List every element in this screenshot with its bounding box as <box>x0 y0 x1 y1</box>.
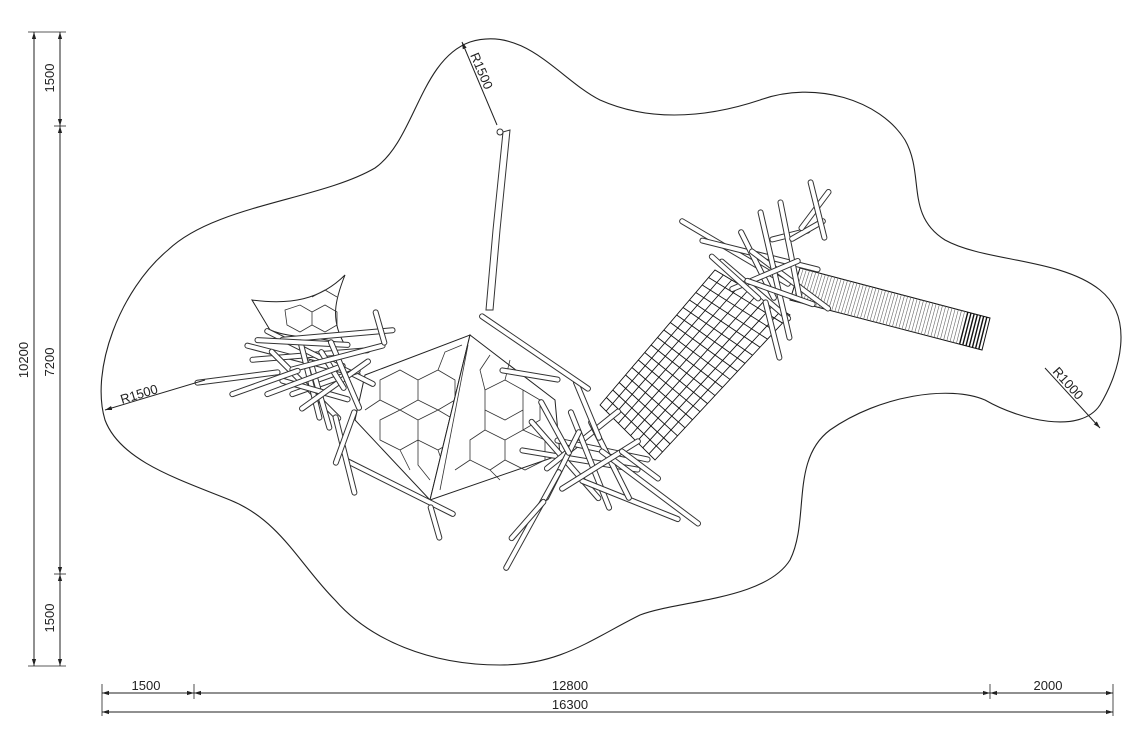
radius-callout-top: R1500 <box>461 41 498 126</box>
log-piece <box>503 469 562 571</box>
log-piece <box>738 229 777 301</box>
log-piece <box>744 277 816 308</box>
radius-callout-left: R1500 <box>104 379 206 411</box>
log-pole-top <box>485 128 511 311</box>
log-piece <box>479 313 591 392</box>
log-piece <box>372 309 388 346</box>
log-piece <box>332 414 358 496</box>
dim-vertical-bottom-margin: 1500 <box>42 604 57 633</box>
slide <box>789 267 991 351</box>
log-clusters <box>194 179 832 571</box>
dim-horizontal-right-margin: 2000 <box>1034 678 1063 693</box>
vertical-dimension-chain: 1500 7200 1500 <box>42 32 66 666</box>
radius-callout-right: R1000 <box>1044 364 1101 429</box>
dim-vertical-overall: 10200 <box>16 342 31 378</box>
log-piece <box>708 253 762 302</box>
horizontal-dimension-chain: 1500 12800 2000 <box>101 678 1114 716</box>
safety-zone-outline <box>100 38 1122 666</box>
radius-label-right: R1000 <box>1050 364 1087 403</box>
log-piece <box>299 358 371 412</box>
log-piece <box>264 362 346 398</box>
log-piece <box>332 409 358 466</box>
log-piece <box>757 209 793 341</box>
log-piece <box>499 367 561 383</box>
dim-vertical-top-margin: 1500 <box>42 64 57 93</box>
log-piece <box>508 498 547 542</box>
radius-label-top: R1500 <box>467 50 496 91</box>
dim-horizontal-middle: 12800 <box>552 678 588 693</box>
log-piece <box>254 337 351 348</box>
log-piece <box>538 399 572 456</box>
dim-vertical-middle: 7200 <box>42 348 57 377</box>
log-piece <box>427 504 443 541</box>
log-piece <box>619 448 662 482</box>
log-piece <box>762 299 783 361</box>
dim-horizontal-overall: 16300 <box>552 697 588 712</box>
vertical-dimension-overall: 10200 <box>16 31 66 667</box>
log-piece <box>229 367 301 398</box>
log-piece <box>599 448 702 527</box>
horizontal-dimension-overall: 16300 <box>102 697 1113 715</box>
dim-horizontal-left-margin: 1500 <box>132 678 161 693</box>
radius-label-left: R1500 <box>118 381 159 407</box>
log-piece <box>789 218 826 242</box>
log-piece <box>807 179 828 241</box>
